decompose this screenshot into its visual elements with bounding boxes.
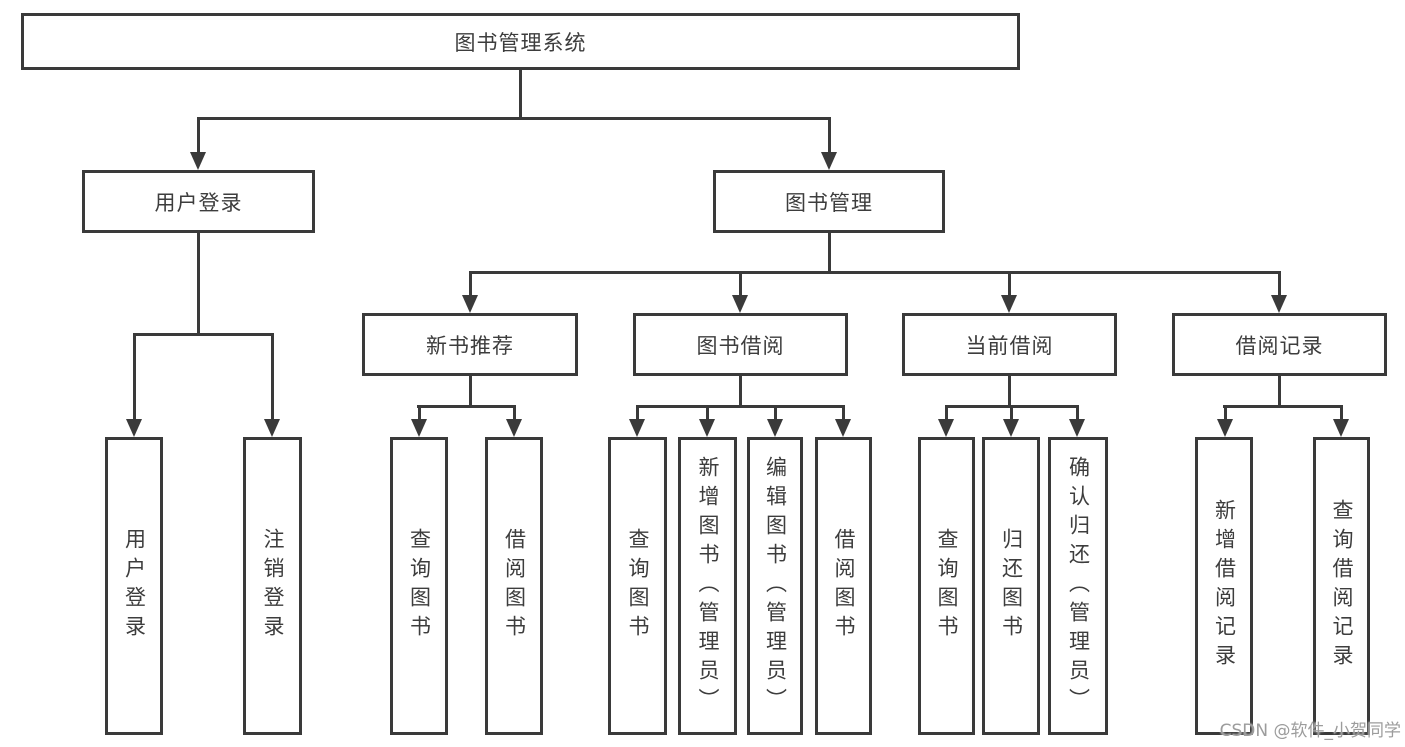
leaf-return-books: 归还图书: [982, 437, 1040, 735]
node-borrowing-records: 借阅记录: [1172, 313, 1387, 376]
leaf-query-books-borrowing-label: 查询图书: [626, 528, 650, 644]
node-user-login-label: 用户登录: [154, 190, 243, 215]
node-library-system: 图书管理系统: [21, 13, 1020, 70]
arrowhead: [1333, 419, 1349, 437]
arrowhead: [506, 419, 522, 437]
connector: [1008, 271, 1011, 295]
connector: [706, 405, 709, 419]
connector: [636, 405, 844, 408]
connector: [1010, 405, 1013, 419]
connector: [774, 405, 777, 419]
leaf-logout: 注销登录: [243, 437, 302, 735]
node-current-borrowing: 当前借阅: [902, 313, 1117, 376]
connector: [739, 271, 742, 295]
connector: [271, 333, 274, 419]
arrowhead: [1069, 419, 1085, 437]
arrowhead: [411, 419, 427, 437]
arrowhead: [1271, 295, 1287, 313]
connector: [197, 117, 831, 120]
arrowhead: [462, 295, 478, 313]
connector: [133, 333, 136, 419]
leaf-query-books-current-label: 查询图书: [935, 528, 959, 644]
connector: [469, 376, 472, 407]
leaf-query-borrow-record: 查询借阅记录: [1313, 437, 1370, 735]
arrowhead: [835, 419, 851, 437]
leaf-query-borrow-record-label: 查询借阅记录: [1330, 499, 1354, 673]
leaf-return-books-label: 归还图书: [999, 528, 1024, 644]
connector: [1008, 376, 1011, 407]
leaf-borrow-books-recommend: 借阅图书: [485, 437, 543, 735]
node-book-borrowing-label: 图书借阅: [696, 333, 785, 358]
node-current-borrowing-label: 当前借阅: [965, 333, 1054, 358]
arrowhead: [821, 152, 837, 170]
connector: [197, 233, 200, 335]
connector: [1278, 271, 1281, 295]
arrowhead: [264, 419, 280, 437]
leaf-confirm-return-admin-label: 确认归还（管理员）: [1066, 455, 1091, 717]
connector: [828, 233, 831, 273]
leaf-query-books-current: 查询图书: [918, 437, 975, 735]
arrowhead: [767, 419, 783, 437]
connector: [636, 405, 639, 419]
connector: [1224, 405, 1227, 419]
node-book-management-label: 图书管理: [785, 190, 873, 215]
arrowhead: [190, 152, 206, 170]
leaf-confirm-return-admin: 确认归还（管理员）: [1048, 437, 1108, 735]
connector: [417, 405, 516, 408]
node-library-system-label: 图书管理系统: [454, 30, 587, 55]
connector: [519, 70, 522, 119]
leaf-query-books-recommend-label: 查询图书: [407, 528, 432, 644]
connector: [133, 333, 274, 336]
node-book-borrowing: 图书借阅: [633, 313, 848, 376]
connector: [1076, 405, 1079, 419]
leaf-query-books-recommend: 查询图书: [390, 437, 448, 735]
leaf-borrow-books-recommend-label: 借阅图书: [502, 528, 527, 644]
connector: [469, 271, 472, 295]
arrowhead: [126, 419, 142, 437]
arrowhead: [1003, 419, 1019, 437]
connector: [197, 117, 200, 153]
arrowhead: [732, 295, 748, 313]
arrowhead: [1217, 419, 1233, 437]
connector: [945, 405, 948, 419]
node-new-book-recommend: 新书推荐: [362, 313, 578, 376]
node-user-login: 用户登录: [82, 170, 315, 233]
connector: [513, 405, 516, 419]
leaf-add-borrow-record-label: 新增借阅记录: [1212, 499, 1237, 673]
arrowhead: [699, 419, 715, 437]
connector: [418, 405, 421, 419]
leaf-add-borrow-record: 新增借阅记录: [1195, 437, 1253, 735]
connector: [842, 405, 845, 419]
connector: [1278, 376, 1281, 407]
leaf-user-login-label: 用户登录: [122, 528, 147, 644]
leaf-edit-books-admin: 编辑图书（管理员）: [747, 437, 803, 735]
leaf-query-books-borrowing: 查询图书: [608, 437, 667, 735]
node-book-management: 图书管理: [713, 170, 945, 233]
leaf-edit-books-admin-label: 编辑图书（管理员）: [763, 455, 788, 717]
leaf-borrow-books: 借阅图书: [815, 437, 872, 735]
connector: [1340, 405, 1343, 419]
watermark: CSDN @软件_小贺同学: [1219, 721, 1401, 741]
leaf-add-books-admin: 新增图书（管理员）: [678, 437, 737, 735]
connector: [828, 117, 831, 153]
leaf-logout-label: 注销登录: [261, 528, 285, 644]
node-borrowing-records-label: 借阅记录: [1235, 333, 1324, 358]
connector: [739, 376, 742, 407]
arrowhead: [629, 419, 645, 437]
arrowhead: [938, 419, 954, 437]
leaf-user-login: 用户登录: [105, 437, 163, 735]
connector: [469, 271, 1281, 274]
connector: [1223, 405, 1342, 408]
arrowhead: [1001, 295, 1017, 313]
node-new-book-recommend-label: 新书推荐: [426, 333, 514, 358]
leaf-borrow-books-label: 借阅图书: [832, 528, 856, 644]
leaf-add-books-admin-label: 新增图书（管理员）: [696, 455, 720, 717]
